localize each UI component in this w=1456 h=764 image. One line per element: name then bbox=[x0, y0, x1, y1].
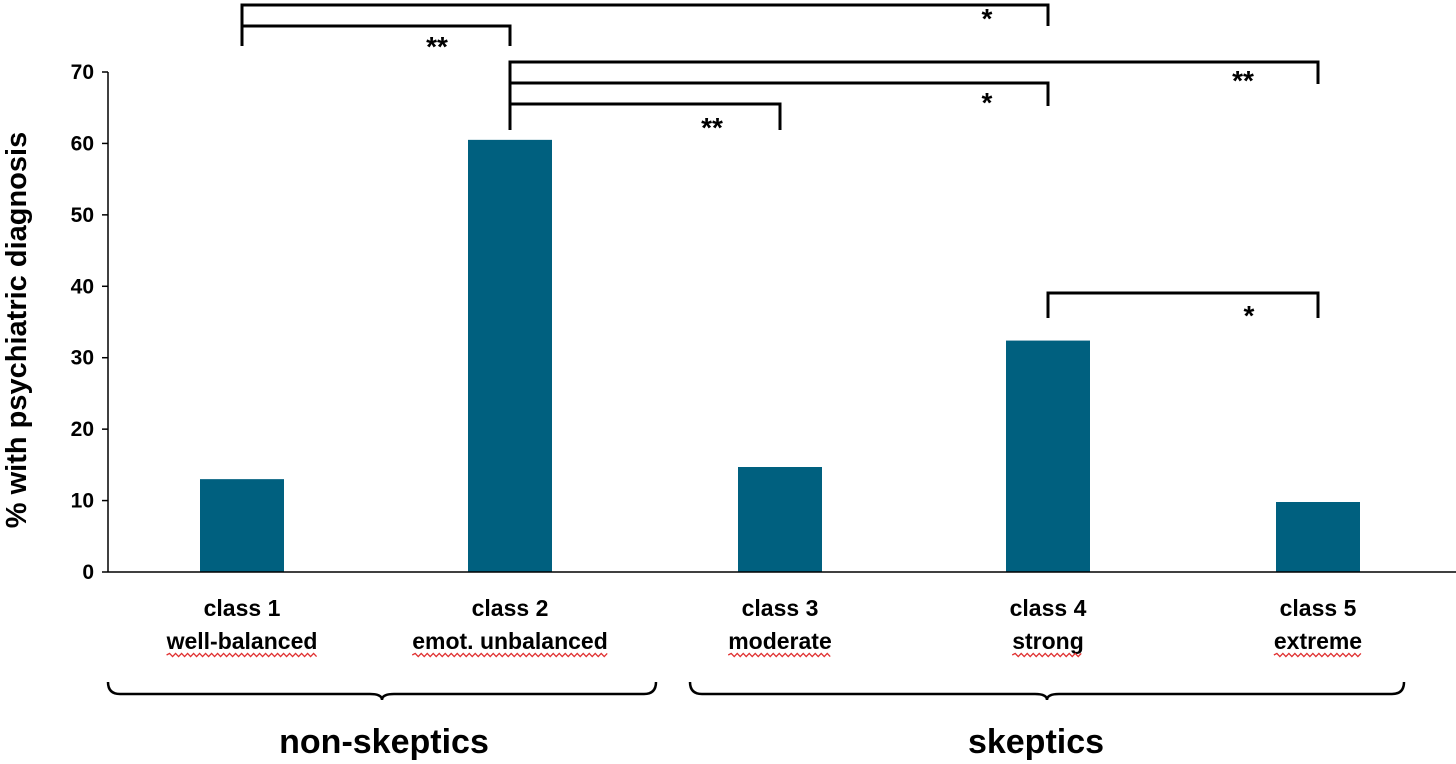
y-tick-label: 70 bbox=[71, 61, 94, 84]
spellcheck-underline bbox=[1011, 652, 1082, 658]
x-tick-label: extreme bbox=[1274, 628, 1362, 654]
y-tick-label: 10 bbox=[71, 490, 94, 513]
x-tick-label: class 2 bbox=[472, 595, 549, 621]
significance-bracket bbox=[508, 60, 1320, 84]
group-label: non-skeptics bbox=[279, 723, 489, 761]
significance-label: ** bbox=[1232, 65, 1254, 96]
group-label: skeptics bbox=[968, 723, 1104, 761]
y-tick-label: 40 bbox=[71, 275, 94, 298]
y-tick-label: 0 bbox=[82, 561, 94, 584]
x-tick-label: well-balanced bbox=[166, 628, 318, 654]
spellcheck-underline bbox=[1273, 652, 1362, 658]
significance-label: * bbox=[982, 3, 993, 34]
bar bbox=[200, 479, 284, 572]
y-axis-label: % with psychiatric diagnosis bbox=[1, 132, 33, 528]
x-tick-label: class 3 bbox=[742, 595, 819, 621]
x-tick-label: class 5 bbox=[1280, 595, 1357, 621]
x-tick-label: strong bbox=[1012, 628, 1084, 654]
x-axis: class 1 well-balanced class 2 emot. unbalan… bbox=[108, 571, 1456, 658]
significance-label: ** bbox=[426, 31, 448, 62]
significance-bracket bbox=[508, 102, 782, 130]
spellcheck-underline bbox=[166, 652, 318, 658]
y-tick-label: 60 bbox=[71, 132, 94, 155]
bar bbox=[468, 139, 552, 572]
significance-bracket bbox=[508, 81, 1050, 106]
significance-brackets: ********* bbox=[240, 3, 1320, 331]
y-tick-label: 20 bbox=[71, 418, 94, 441]
significance-label: * bbox=[982, 87, 993, 118]
y-tick-label: 30 bbox=[71, 347, 94, 370]
spellcheck-underline bbox=[411, 652, 608, 658]
significance-bracket bbox=[240, 24, 512, 46]
y-tick-label: 50 bbox=[71, 204, 94, 227]
bar bbox=[738, 467, 822, 572]
bar bbox=[1276, 502, 1360, 572]
spellcheck-underline bbox=[727, 652, 831, 658]
bars bbox=[200, 139, 1360, 572]
x-tick-label: moderate bbox=[728, 628, 832, 654]
group-braces: non-skeptics skeptics bbox=[106, 681, 1406, 761]
x-tick-label: emot. unbalanced bbox=[412, 628, 608, 654]
x-tick-label: class 4 bbox=[1010, 595, 1087, 621]
group-brace bbox=[106, 681, 658, 701]
significance-label: * bbox=[1244, 300, 1255, 331]
group-brace bbox=[688, 681, 1406, 701]
significance-bracket bbox=[1046, 291, 1320, 318]
significance-bracket bbox=[240, 3, 1050, 26]
significance-label: ** bbox=[701, 112, 723, 143]
x-tick-label: class 1 bbox=[204, 595, 281, 621]
y-axis: 0 10 20 30 40 50 60 70 bbox=[71, 61, 109, 584]
bar bbox=[1006, 340, 1090, 572]
